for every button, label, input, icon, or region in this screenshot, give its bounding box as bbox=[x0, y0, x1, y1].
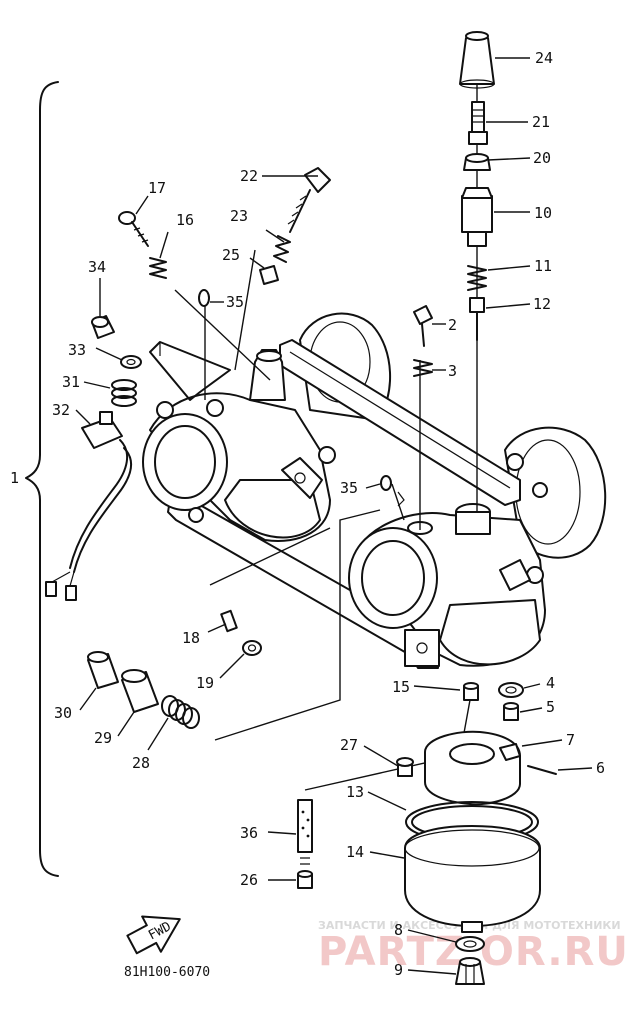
part-main-jet bbox=[297, 870, 313, 889]
fwd-arrow-icon: FWD bbox=[126, 915, 181, 955]
callout-23: 23 bbox=[230, 207, 248, 225]
part-chamber-top bbox=[461, 187, 493, 247]
part-cap-34 bbox=[91, 315, 115, 339]
part-spring-16 bbox=[149, 257, 167, 279]
part-lock-nut bbox=[463, 153, 491, 171]
part-throttle-stop-screw bbox=[287, 167, 331, 233]
callout-10: 10 bbox=[534, 204, 552, 222]
assembly-label: 1 bbox=[10, 469, 19, 487]
part-adjuster-screw bbox=[468, 101, 488, 145]
callout-2: 2 bbox=[448, 316, 457, 334]
callout-13: 13 bbox=[346, 783, 364, 801]
part-drain-plug bbox=[455, 957, 485, 985]
part-screw-27 bbox=[396, 757, 414, 777]
part-plug-5 bbox=[503, 702, 519, 721]
callout-22: 22 bbox=[240, 167, 258, 185]
callout-6: 6 bbox=[596, 759, 605, 777]
part-starter-plunger bbox=[45, 411, 133, 601]
callout-8: 8 bbox=[394, 921, 403, 939]
callout-3: 3 bbox=[448, 362, 457, 380]
callout-15: 15 bbox=[392, 678, 410, 696]
part-float-pin bbox=[527, 765, 557, 775]
callout-31: 31 bbox=[62, 373, 80, 391]
part-spring-31 bbox=[111, 379, 137, 407]
callout-35-upper: 35 bbox=[226, 293, 244, 311]
watermark: ЗАПЧАСТИ И АКСЕССУАРЫ ДЛЯ МОТОТЕХНИКИ PA… bbox=[318, 919, 628, 975]
callout-29: 29 bbox=[94, 729, 112, 747]
part-spring-23 bbox=[273, 235, 291, 263]
callout-18: 18 bbox=[182, 629, 200, 647]
callout-4: 4 bbox=[546, 674, 555, 692]
callout-leaders bbox=[75, 57, 593, 975]
callout-36: 36 bbox=[240, 824, 258, 842]
callout-12: 12 bbox=[533, 295, 551, 313]
callout-28: 28 bbox=[132, 754, 150, 772]
callout-14: 14 bbox=[346, 843, 364, 861]
callout-35-right: 35 bbox=[340, 479, 358, 497]
part-float bbox=[424, 730, 521, 806]
callout-33: 33 bbox=[68, 341, 86, 359]
part-jet-needle bbox=[469, 297, 485, 341]
part-jet-holder bbox=[463, 682, 479, 701]
callout-11: 11 bbox=[534, 257, 552, 275]
part-spring-11 bbox=[467, 265, 487, 291]
callout-16: 16 bbox=[176, 211, 194, 229]
part-washer-4 bbox=[498, 682, 524, 698]
part-washer-19 bbox=[242, 640, 262, 656]
part-main-nozzle bbox=[297, 799, 313, 865]
part-drain-washer bbox=[455, 936, 485, 952]
part-washer-33 bbox=[120, 355, 142, 369]
part-sleeve-29 bbox=[121, 669, 159, 713]
callout-7: 7 bbox=[566, 731, 575, 749]
part-pin-18 bbox=[220, 609, 238, 633]
callout-9: 9 bbox=[394, 961, 403, 979]
drawing-code: 81H100-6070 bbox=[124, 965, 210, 980]
part-pilot-screw bbox=[118, 211, 149, 247]
assembly-brace bbox=[25, 81, 59, 877]
callout-5: 5 bbox=[546, 698, 555, 716]
callout-32: 32 bbox=[52, 401, 70, 419]
callout-24: 24 bbox=[535, 49, 553, 67]
callout-25: 25 bbox=[222, 246, 240, 264]
callout-21: 21 bbox=[532, 113, 550, 131]
part-sleeve-30 bbox=[87, 651, 119, 689]
callout-19: 19 bbox=[196, 674, 214, 692]
part-screw-2 bbox=[413, 305, 433, 347]
part-cap bbox=[459, 31, 495, 89]
part-oring-upper bbox=[198, 289, 210, 307]
carburetor-body bbox=[142, 312, 607, 669]
part-oring-right bbox=[380, 475, 405, 507]
callout-34: 34 bbox=[88, 258, 106, 276]
callout-27: 27 bbox=[340, 736, 358, 754]
part-spring-3 bbox=[413, 359, 433, 377]
part-collar-25 bbox=[259, 265, 279, 285]
callout-30: 30 bbox=[54, 704, 72, 722]
callout-26: 26 bbox=[240, 871, 258, 889]
callout-20: 20 bbox=[533, 149, 551, 167]
callout-labels: 24 21 20 10 11 12 22 23 25 17 16 34 35 3… bbox=[10, 49, 605, 979]
part-float-bowl bbox=[404, 825, 541, 933]
part-spring-28 bbox=[161, 695, 200, 729]
callout-17: 17 bbox=[148, 179, 166, 197]
